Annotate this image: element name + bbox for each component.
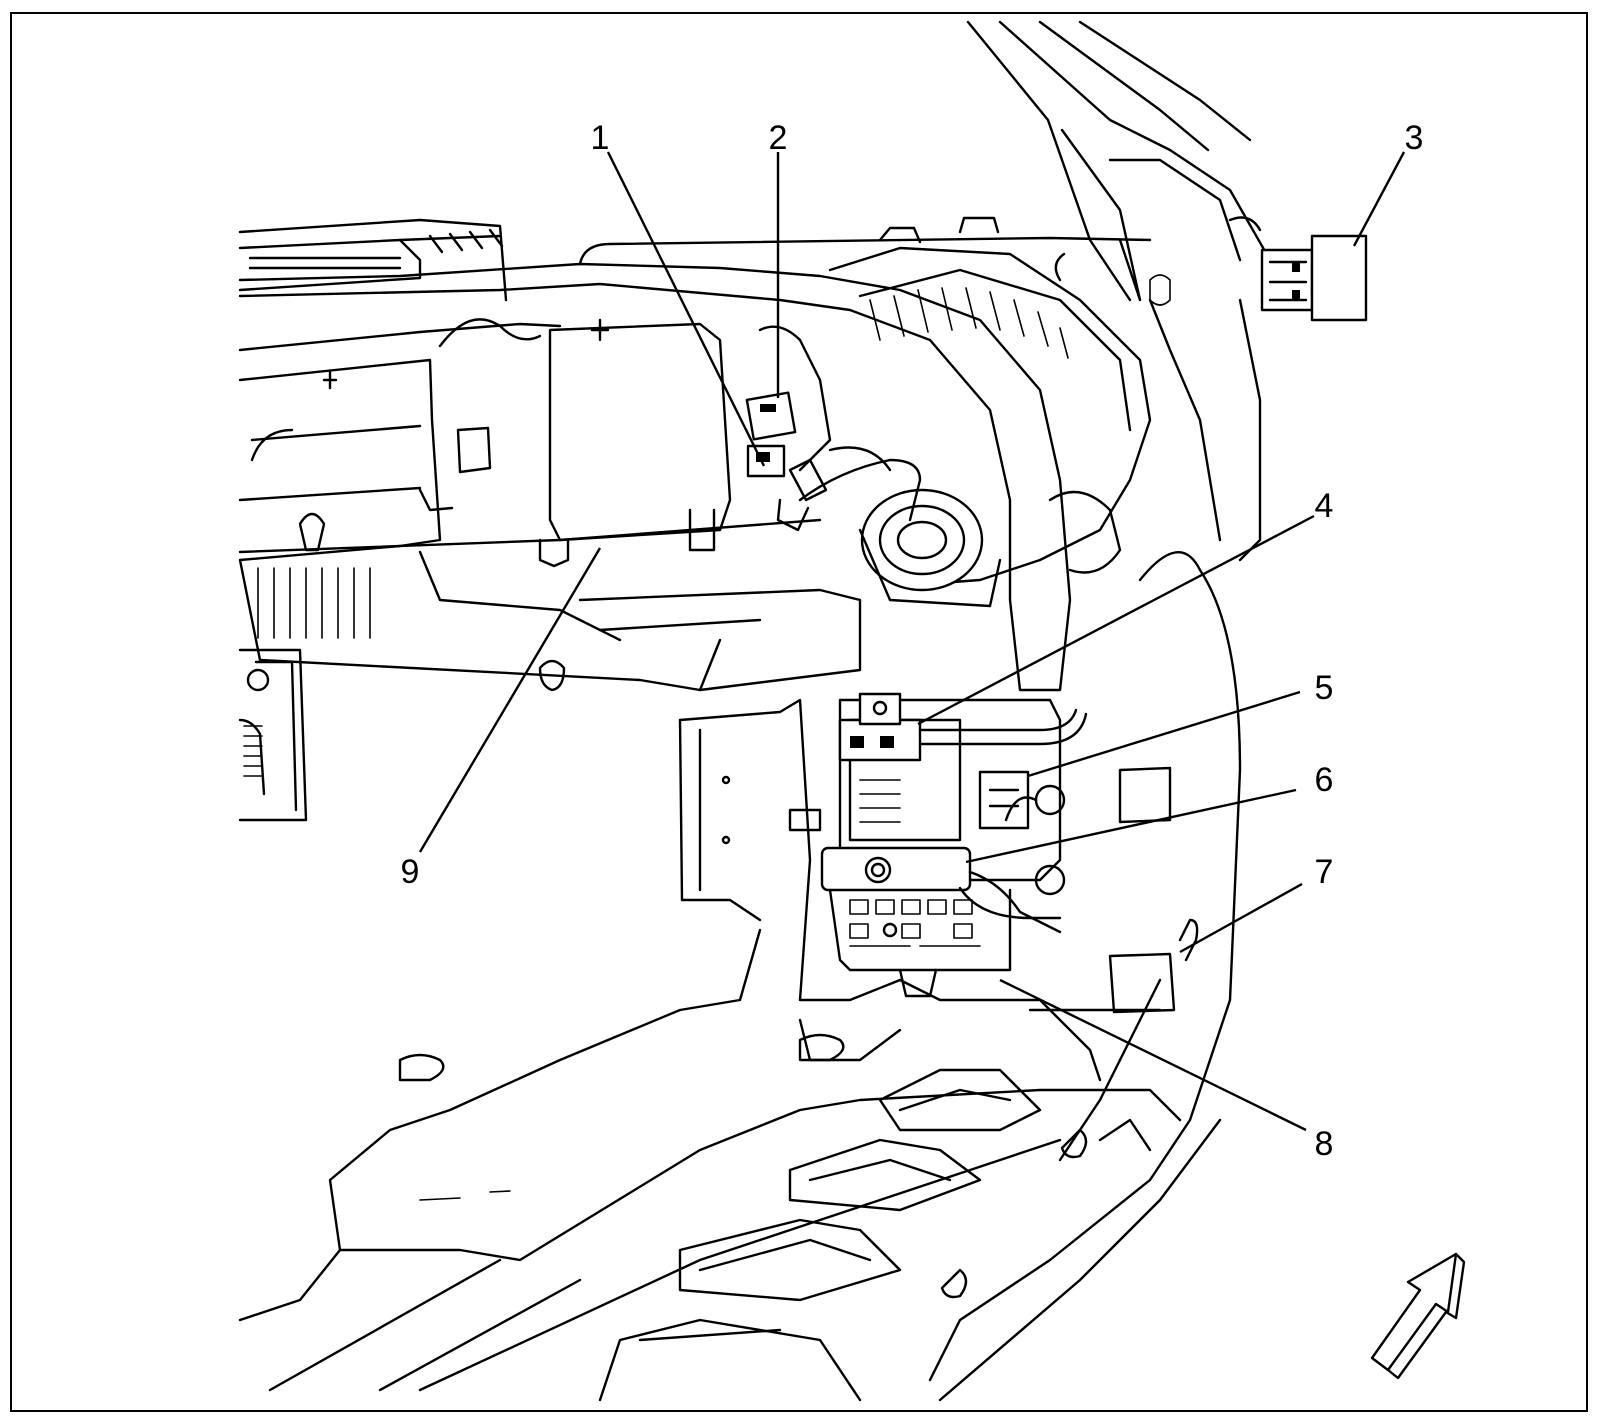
callout-4: 4 bbox=[1314, 487, 1334, 525]
left-lower-trim bbox=[238, 648, 308, 822]
floor-pan bbox=[238, 551, 1242, 1402]
leader-3 bbox=[1352, 151, 1406, 247]
hvac-case bbox=[238, 318, 862, 692]
callout-8: 8 bbox=[1314, 1125, 1334, 1163]
diagram-border bbox=[10, 12, 1588, 1412]
blower-motor bbox=[828, 216, 1152, 608]
callout-3: 3 bbox=[1404, 119, 1424, 157]
leader-6 bbox=[965, 788, 1297, 864]
blower-connectors bbox=[745, 325, 922, 532]
leader-9 bbox=[418, 547, 602, 853]
callout-5: 5 bbox=[1314, 669, 1334, 707]
leader-4 bbox=[917, 514, 1315, 726]
callout-1: 1 bbox=[590, 119, 610, 157]
instrument-panel-hvac bbox=[238, 218, 562, 562]
callout-6: 6 bbox=[1314, 761, 1334, 799]
leader-7 bbox=[1179, 882, 1303, 954]
leader-5 bbox=[1027, 690, 1301, 778]
callout-2: 2 bbox=[768, 119, 788, 157]
leader-lines bbox=[418, 151, 1406, 1132]
callout-7: 7 bbox=[1314, 853, 1334, 891]
leader-8 bbox=[999, 978, 1307, 1132]
a-pillar-frame bbox=[966, 20, 1272, 562]
leader-1 bbox=[606, 151, 766, 467]
callout-9: 9 bbox=[400, 853, 420, 891]
forward-arrow-icon bbox=[1370, 1252, 1466, 1380]
cross-car-beam bbox=[238, 236, 1152, 692]
connector-3 bbox=[1260, 234, 1368, 322]
junction-block-assembly bbox=[678, 692, 1199, 1162]
